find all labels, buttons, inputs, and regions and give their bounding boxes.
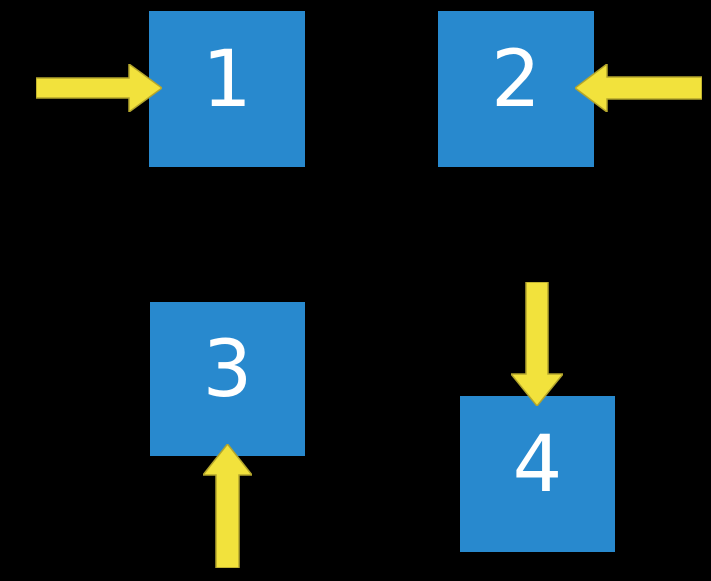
numbered-box-2: 2 bbox=[438, 11, 594, 167]
box-4-label: 4 bbox=[512, 420, 563, 510]
arrow-left-shape bbox=[575, 64, 702, 112]
arrow-up-icon bbox=[203, 444, 252, 568]
arrow-left-icon bbox=[575, 64, 702, 112]
box-1-label: 1 bbox=[202, 35, 252, 125]
box-2-label: 2 bbox=[491, 35, 541, 125]
arrow-down-icon bbox=[511, 282, 563, 406]
arrow-down-shape bbox=[511, 282, 563, 406]
arrow-right-icon bbox=[36, 64, 162, 112]
arrow-up-shape bbox=[203, 444, 252, 568]
box-3-label: 3 bbox=[202, 325, 253, 415]
arrow-right-shape bbox=[36, 64, 162, 112]
numbered-box-1: 1 bbox=[149, 11, 305, 167]
numbered-box-4: 4 bbox=[460, 396, 615, 552]
numbered-box-3: 3 bbox=[150, 302, 305, 456]
